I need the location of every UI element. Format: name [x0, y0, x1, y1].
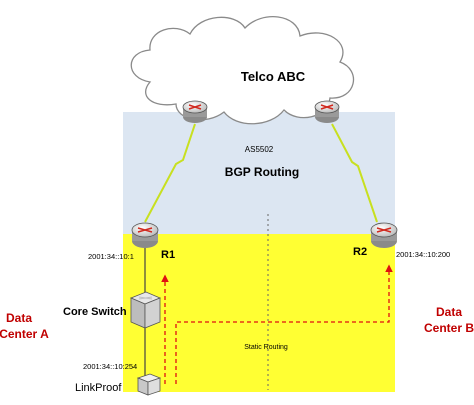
static-routing-zone — [123, 234, 395, 392]
dc-a-label-line1: Data — [6, 311, 32, 325]
router-cloud-left-icon — [182, 100, 208, 123]
dc-b-label-line1: Data — [436, 305, 462, 319]
core-switch-label: Core Switch — [63, 306, 127, 318]
telco-cloud — [130, 16, 355, 125]
wan-link-right — [331, 123, 378, 223]
router-r2-icon — [370, 222, 398, 248]
linkproof-ip: 2001:34::10:254 — [83, 362, 137, 371]
router-r2-ip: 2001:34::10:200 — [396, 250, 450, 259]
core-switch-icon — [129, 291, 162, 329]
route-arrow-r2 — [175, 264, 393, 384]
router-r2-label: R2 — [353, 246, 367, 258]
linkproof-icon — [136, 373, 162, 396]
static-routing-label: Static Routing — [244, 344, 288, 351]
linkproof-label: LinkProof — [75, 382, 122, 394]
router-r1-icon — [131, 222, 159, 248]
dc-a-label-line2: Center A — [0, 327, 49, 341]
wan-link-left — [144, 123, 196, 223]
router-r1-ip: 2001:34::10:1 — [88, 252, 134, 261]
dc-b-label-line2: Center B — [424, 321, 474, 335]
cloud-label: Telco ABC — [241, 69, 306, 84]
bgp-zone — [123, 112, 395, 234]
router-r1-label: R1 — [161, 249, 175, 261]
router-cloud-right-icon — [314, 100, 340, 123]
as-label: AS5502 — [245, 145, 274, 154]
bgp-routing-label: BGP Routing — [225, 165, 299, 179]
